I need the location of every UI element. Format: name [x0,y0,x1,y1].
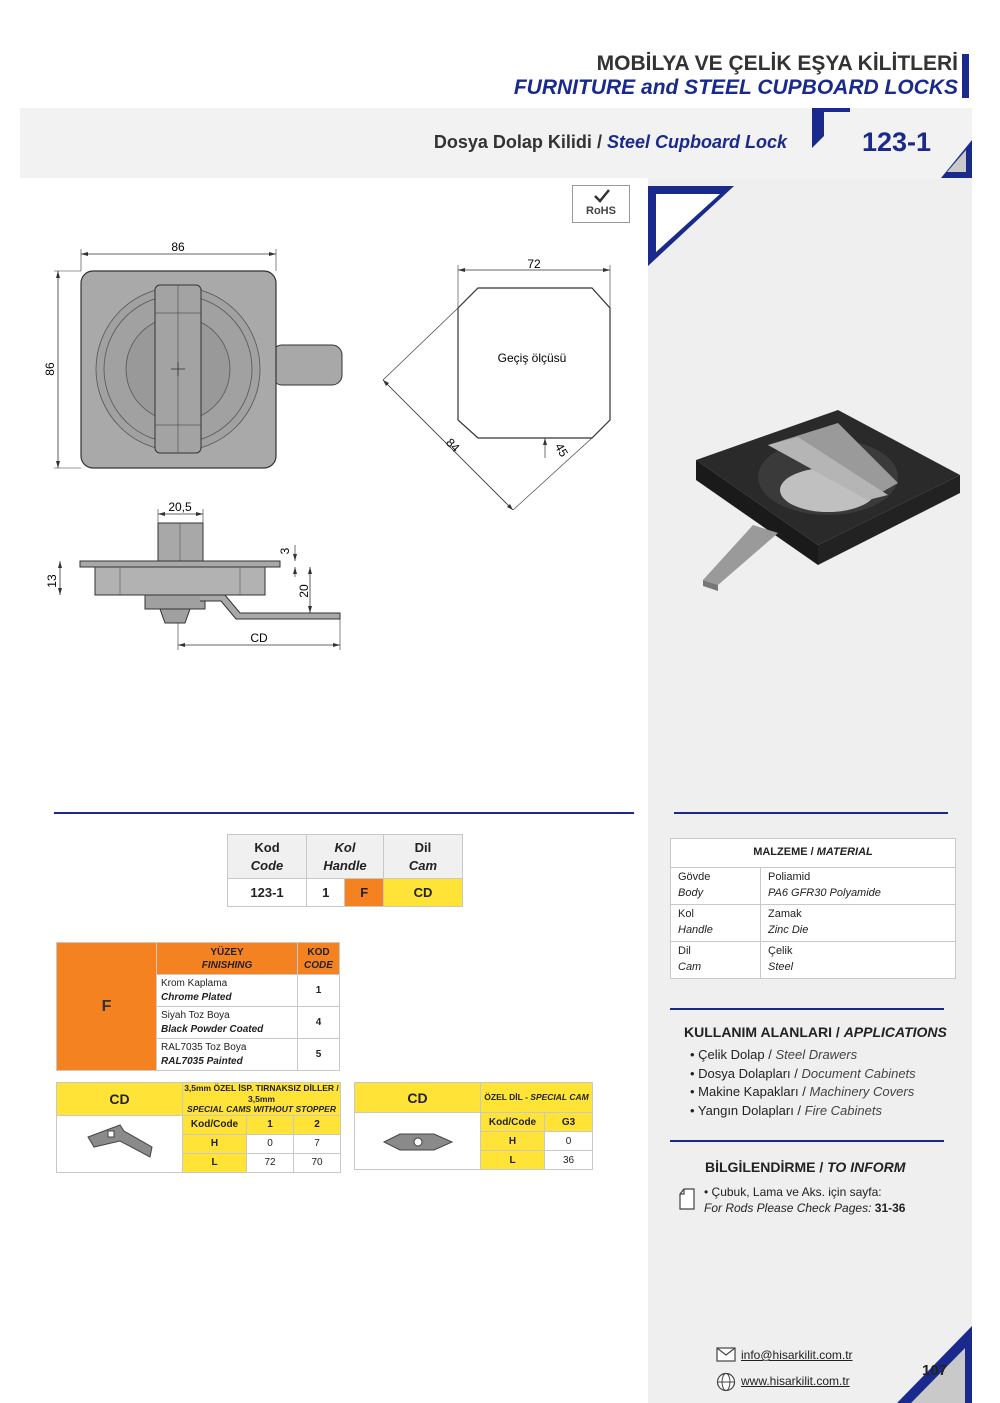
header-line-tr: MOBİLYA VE ÇELİK EŞYA KİLİTLERİ [596,52,958,75]
rohs-badge: RoHS [572,185,630,223]
product-title-tr: Dosya Dolap Kilidi [433,132,592,152]
dim-side-width: 20,5 [168,500,192,514]
check-icon [594,189,610,203]
rohs-label: RoHS [586,205,616,217]
th-material: MALZEME / MATERIAL [670,838,956,868]
side-panel [648,178,972,1403]
cam-table-1: CD 3,5mm ÖZEL İSP. TIRNAKSIZ DİLLER / 3,… [56,1082,341,1173]
dim-side-20: 20 [297,584,311,598]
finish-letter: F [56,942,157,1071]
divider-right [674,812,948,814]
title-separator: / [596,132,602,152]
product-code: 123-1 [862,127,932,157]
product-title-en: Steel Cupboard Lock [606,132,787,152]
divider-inform [670,1140,944,1142]
cutout-label: Geçiş ölçüsü [498,351,567,365]
cam2-description: ÖZEL DİL - SPECIAL CAM [480,1082,593,1113]
dim-side-13: 13 [45,574,59,588]
product-photo [696,410,960,591]
cam2-kod: Kod/Code [480,1112,545,1132]
cell-cam: CD [382,878,464,907]
page-number: 107 [922,1362,948,1379]
table-row: L 72 70 [57,1152,341,1173]
applications-title: KULLANIM ALANLARI / APPLICATIONS [684,1024,947,1040]
email-icon [716,1347,736,1362]
cam1-kod: Kod/Code [182,1114,247,1135]
table-row: H 0 [355,1131,593,1151]
dim-cutout-chamfer: 45 [552,441,571,460]
corner-triangle-right [941,140,972,178]
cell-finish: F [344,878,384,907]
globe-icon [716,1372,736,1392]
dim-cutout-width: 72 [527,257,541,271]
list-item: • Çelik Dolap / Steel Drawers [690,1047,858,1062]
applications-list: • Çelik Dolap / Steel Drawers • Dosya Do… [690,1046,916,1120]
cam1-image [56,1114,183,1173]
cam2-image [354,1112,481,1170]
front-view-drawing: 86 86 [43,240,343,469]
header-accent-bar [962,54,969,98]
divider-applications [670,1008,944,1010]
list-item: • Makine Kapakları / Machinery Covers [690,1084,915,1099]
cutout-drawing: 72 Geçiş ölçüsü 84 45 [382,257,611,511]
divider-left [54,812,634,814]
page-corner-triangle [897,1326,972,1403]
panel-corner-triangle [648,186,734,266]
inform-text: • Çubuk, Lama ve Aks. için sayfa: For Ro… [704,1185,906,1215]
cam1-description: 3,5mm ÖZEL İSP. TIRNAKSIZ DİLLER / 3,5mm… [182,1082,341,1116]
cam-part-icon [382,1133,453,1150]
cam-part-icon [86,1124,153,1159]
side-view-drawing: 20,5 13 3 20 CD [45,500,341,650]
website-link[interactable]: www.hisarkilit.com.tr [741,1374,850,1388]
cell-handle: 1 [305,878,346,907]
dim-cutout-diagonal: 84 [443,435,463,455]
header-line-en: FURNITURE and STEEL CUPBOARD LOCKS [513,76,958,100]
header-title: MOBİLYA VE ÇELİK EŞYA KİLİTLERİ FURNITUR… [514,52,958,100]
cell-code: 123-1 [227,878,307,907]
list-item: • Dosya Dolapları / Document Cabinets [690,1065,916,1081]
dim-top-height: 86 [43,362,57,376]
product-title: Dosya Dolap Kilidi / Steel Cupboard Lock [434,132,787,153]
dim-side-cd: CD [250,631,268,645]
email-link[interactable]: info@hisarkilit.com.tr [741,1348,853,1362]
list-item: • Yangın Dolapları / Fire Cabinets [690,1102,882,1118]
cam-table-2: CD ÖZEL DİL - SPECIAL CAM Kod/Code G3 H … [354,1082,593,1170]
dim-side-3: 3 [278,547,292,554]
dim-top-width: 86 [171,240,185,254]
inform-title: BİLGİLENDİRME / TO INFORM [705,1159,906,1175]
document-icon [679,1188,695,1210]
table-row: L 36 [355,1150,593,1170]
cam2-label: CD [354,1082,481,1113]
corner-triangle-left [812,108,850,148]
cam1-label: CD [56,1082,183,1116]
